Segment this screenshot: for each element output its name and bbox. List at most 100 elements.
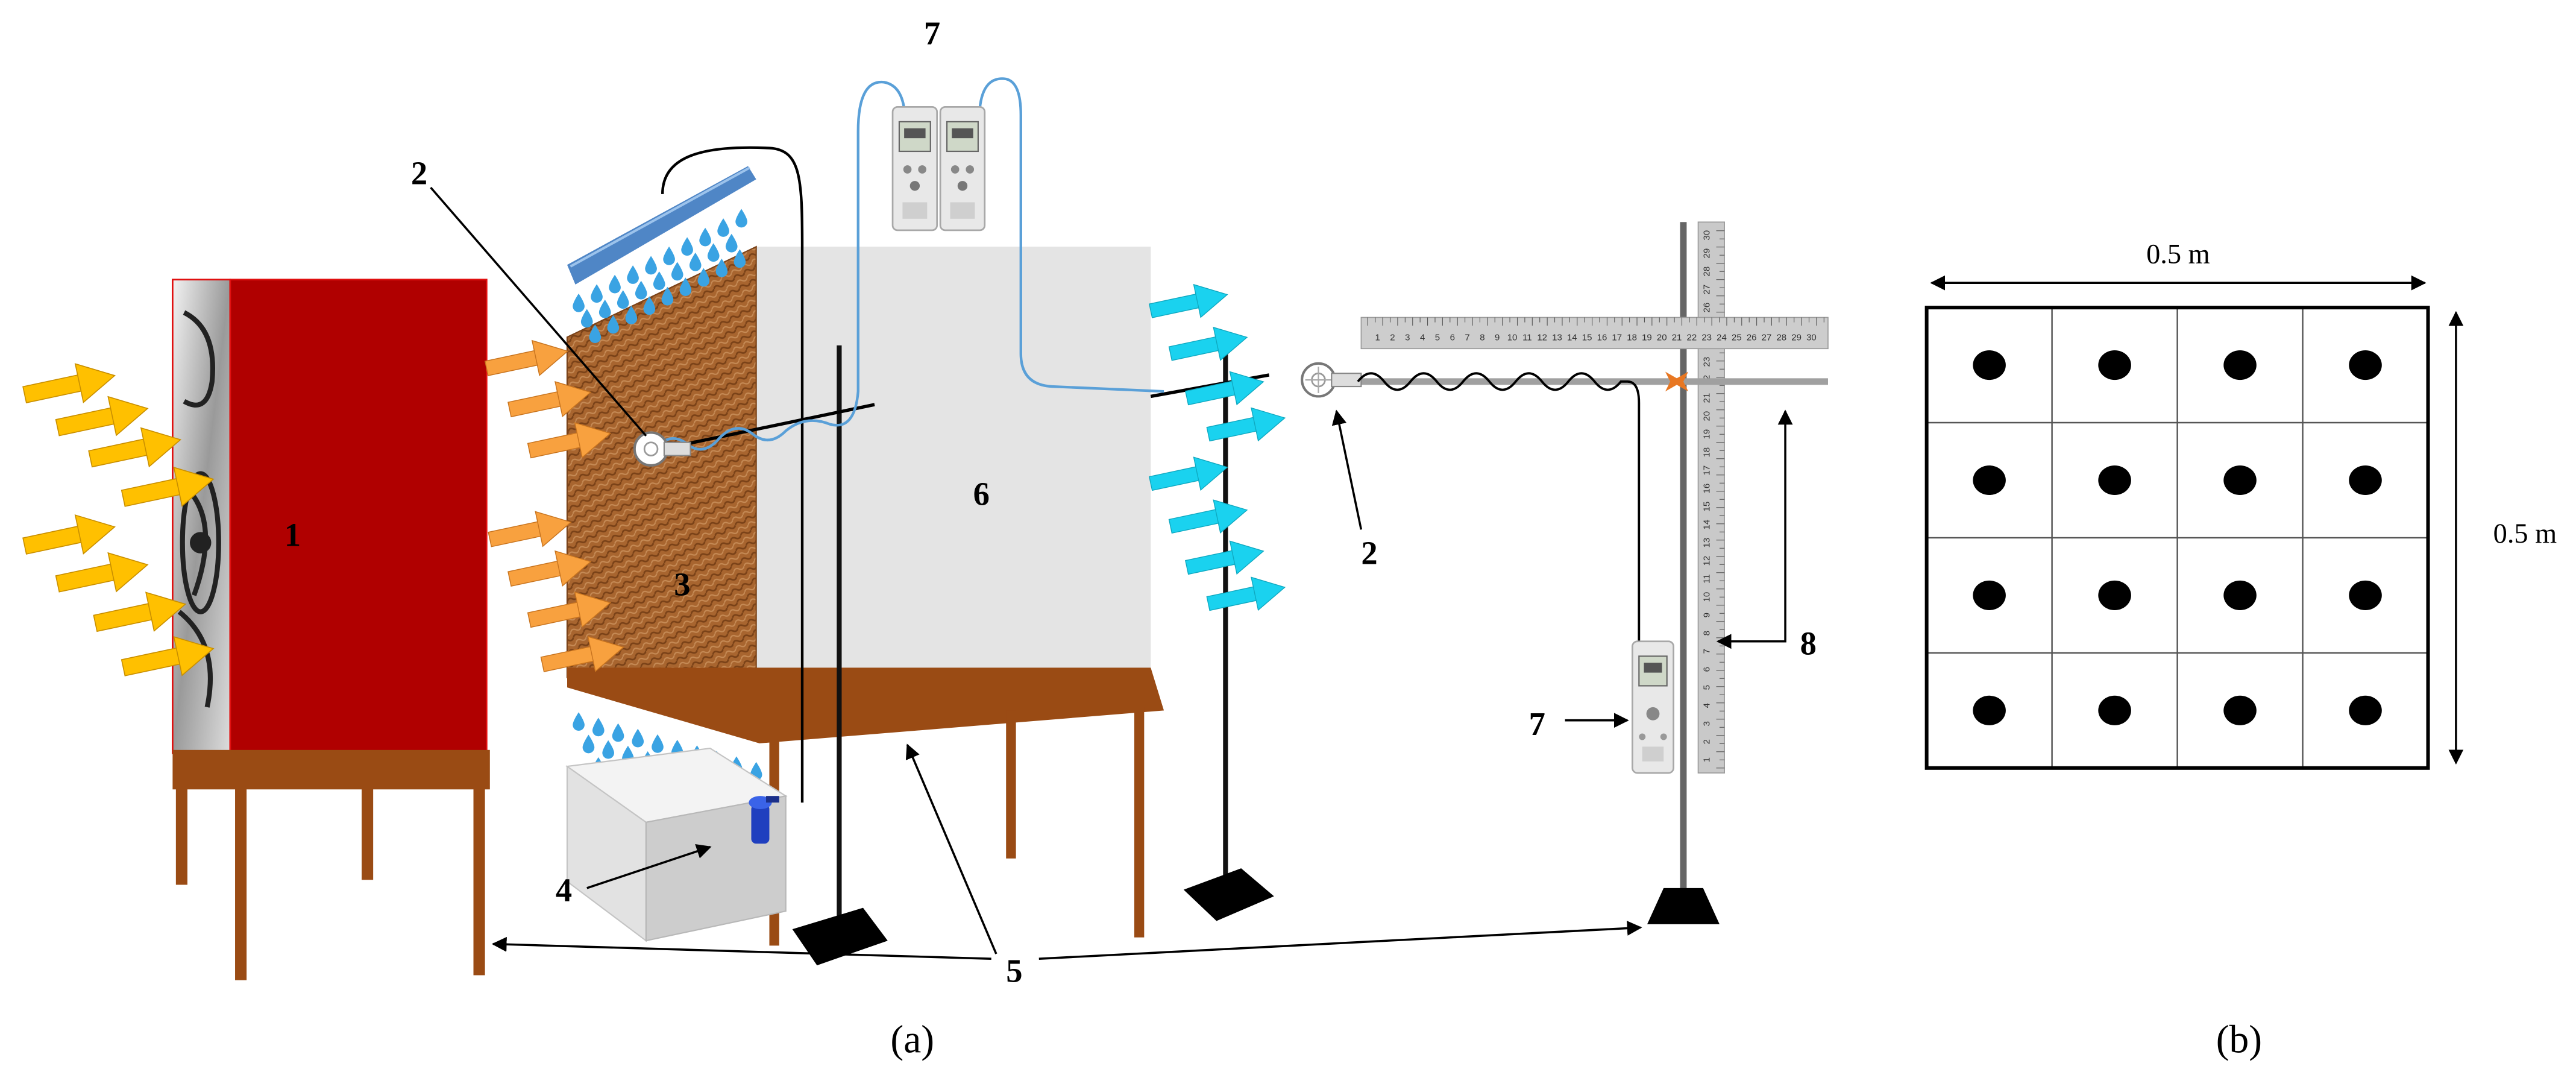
water-drop — [671, 262, 683, 281]
water-drop — [617, 290, 629, 309]
airflow-out-arrows — [1146, 277, 1289, 621]
probe-wire-right — [1357, 372, 1641, 645]
panel-b-label: (b) — [2216, 1018, 2262, 1062]
ruler-tick-label: 13 — [1552, 333, 1562, 343]
water-drop — [573, 293, 585, 312]
measurement-point — [2223, 695, 2257, 725]
probe-hub — [643, 441, 659, 456]
horizontal-ruler-body — [1360, 317, 1829, 350]
water-drops-top — [573, 209, 747, 344]
water-drop — [735, 209, 747, 228]
water-drop — [645, 256, 657, 275]
water-tank — [565, 747, 788, 942]
airflow-arrow — [482, 333, 573, 387]
callout-label-meter-right: 7 — [1529, 705, 1545, 742]
ruler-tick-label: 4 — [1420, 333, 1425, 343]
meter-label-plate — [950, 202, 975, 219]
ruler-tick-label: 22 — [1687, 333, 1697, 343]
measurement-point — [2098, 580, 2131, 610]
fan-box-front — [229, 279, 488, 754]
measurement-point — [1973, 465, 2006, 496]
water-distributor-pipe — [567, 166, 756, 285]
table-leg — [473, 786, 485, 976]
stand-pole — [837, 345, 842, 930]
table-leg — [1006, 710, 1016, 859]
water-drop — [717, 218, 729, 237]
water-drop — [681, 237, 693, 256]
callout-label-probe-right: 2 — [1361, 535, 1377, 572]
water-drop — [627, 265, 639, 284]
water-drop — [573, 712, 585, 731]
ruler-tick-label: 8 — [1702, 631, 1712, 635]
duct-table-legs — [769, 707, 1145, 946]
ruler-tick-label: 11 — [1522, 333, 1532, 343]
leader-line-probe-left — [430, 186, 647, 437]
meter-digits — [952, 128, 973, 139]
measurement-grid-border — [1924, 306, 2430, 770]
table-leg — [175, 786, 187, 885]
ruler-tick-label: 17 — [1702, 465, 1712, 476]
ruler-tick-label: 5 — [1702, 685, 1712, 690]
ruler-tick-label: 28 — [1702, 266, 1712, 277]
ruler-tick-label: 3 — [1405, 333, 1410, 343]
measurement-point — [2349, 465, 2382, 496]
stand-left — [792, 345, 888, 966]
water-drop — [592, 717, 605, 737]
test-duct-box — [756, 247, 1151, 724]
measurement-point — [2098, 465, 2131, 496]
callout-label-tank: 4 — [556, 872, 572, 909]
rod-clamp — [1665, 371, 1689, 392]
water-drop — [715, 258, 728, 277]
meter-button — [957, 181, 968, 191]
anemometer-probe-right — [1301, 362, 1362, 398]
ruler-tick-label: 7 — [1465, 333, 1469, 343]
ruler-tick-label: 19 — [1642, 333, 1652, 343]
leader-arrow-stand-left — [491, 936, 991, 960]
airflow-arrow — [1146, 450, 1232, 501]
meter-top-left — [891, 106, 938, 232]
water-drop — [609, 274, 621, 294]
tank-right-face — [645, 795, 787, 942]
callout-label-meter-top: 7 — [924, 15, 940, 52]
measurement-point — [1973, 580, 2006, 610]
measurement-point — [2349, 695, 2382, 725]
ruler-tick-label: 29 — [1702, 248, 1712, 259]
measurement-grid — [1926, 307, 2428, 768]
meter-button — [909, 181, 920, 191]
ruler-tick-label: 14 — [1567, 333, 1577, 343]
ruler-tick-label: 12 — [1702, 556, 1712, 566]
ruler-tick-label: 18 — [1627, 333, 1637, 343]
pump-icon — [749, 796, 779, 844]
ruler-tick-label: 21 — [1672, 333, 1682, 343]
ruler-tick-label: 14 — [1702, 520, 1712, 530]
meter-button — [903, 165, 912, 174]
meter-top-right — [939, 106, 986, 232]
water-drop — [652, 734, 664, 753]
probe-cable-outlet — [978, 77, 1164, 393]
measurement-point — [2098, 350, 2131, 380]
water-drop — [598, 299, 611, 318]
ruler-tick-label: 30 — [1806, 333, 1817, 343]
ruler-tick-label: 7 — [1702, 649, 1712, 654]
water-drop — [699, 227, 711, 247]
fan-icon — [176, 310, 221, 708]
pump-power-cable — [661, 146, 804, 803]
ruler-tick-label: 28 — [1776, 333, 1786, 343]
ruler-tick-label: 6 — [1450, 333, 1455, 343]
water-drop — [612, 723, 624, 742]
ruler-tick-label: 16 — [1597, 333, 1607, 343]
water-drop — [653, 271, 665, 290]
airflow-arrow — [85, 419, 186, 479]
water-drop — [679, 277, 692, 297]
measurement-point — [2349, 350, 2382, 380]
ruler-tick-label: 13 — [1702, 538, 1712, 548]
water-drop — [589, 324, 602, 344]
probe-cable-inlet — [653, 81, 906, 451]
water-drop — [689, 252, 702, 271]
meter-digits — [904, 128, 926, 139]
stand-pole — [1223, 342, 1228, 885]
airflow-arrow — [52, 388, 153, 448]
height-dimension-label: 0.5 m — [2493, 519, 2557, 549]
leader-arrow-probe-right — [1331, 409, 1363, 530]
